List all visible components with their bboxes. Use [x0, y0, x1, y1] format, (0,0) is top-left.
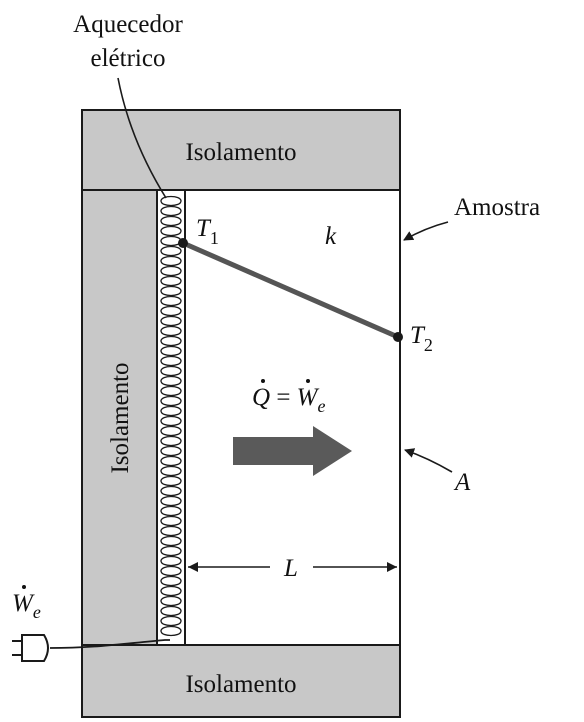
t2-label: T2: [410, 322, 433, 355]
length-arrowhead-right: [387, 562, 397, 572]
power-label: We: [12, 590, 41, 622]
heater-label-line2: elétrico: [91, 45, 166, 72]
power-cord: [49, 639, 170, 649]
power-dot-accent: [22, 585, 26, 589]
sample-label: Amostra: [454, 194, 540, 221]
area-label: A: [453, 469, 471, 496]
insulation-left-label: Isolamento: [107, 362, 134, 473]
heater-label-line1: Aquecedor: [73, 11, 183, 38]
w-dot-accent: [306, 379, 310, 383]
insulation-top-label: Isolamento: [185, 139, 296, 166]
q-dot-accent: [261, 379, 265, 383]
temperature-gradient-line: [181, 240, 400, 340]
t2-point: [393, 332, 403, 342]
area-leader-arrow: [404, 448, 453, 473]
insulation-left-block: [81, 189, 158, 646]
heat-rate-equation: Q = We: [252, 384, 326, 416]
power-plug-icon: [12, 634, 49, 662]
insulation-bottom-block: [81, 644, 401, 718]
length-arrowhead-left: [188, 562, 198, 572]
t1-point: [178, 238, 188, 248]
sample-leader-arrow: [403, 221, 449, 241]
heat-flow-arrow-icon: [233, 426, 352, 476]
insulation-bottom-label: Isolamento: [185, 671, 296, 698]
sample-block: [184, 189, 401, 646]
insulation-top-block: [81, 109, 401, 191]
t1-label: T1: [196, 215, 219, 248]
heater-leader-line: [117, 77, 167, 199]
conductivity-label: k: [325, 223, 337, 250]
length-label: L: [283, 555, 298, 582]
